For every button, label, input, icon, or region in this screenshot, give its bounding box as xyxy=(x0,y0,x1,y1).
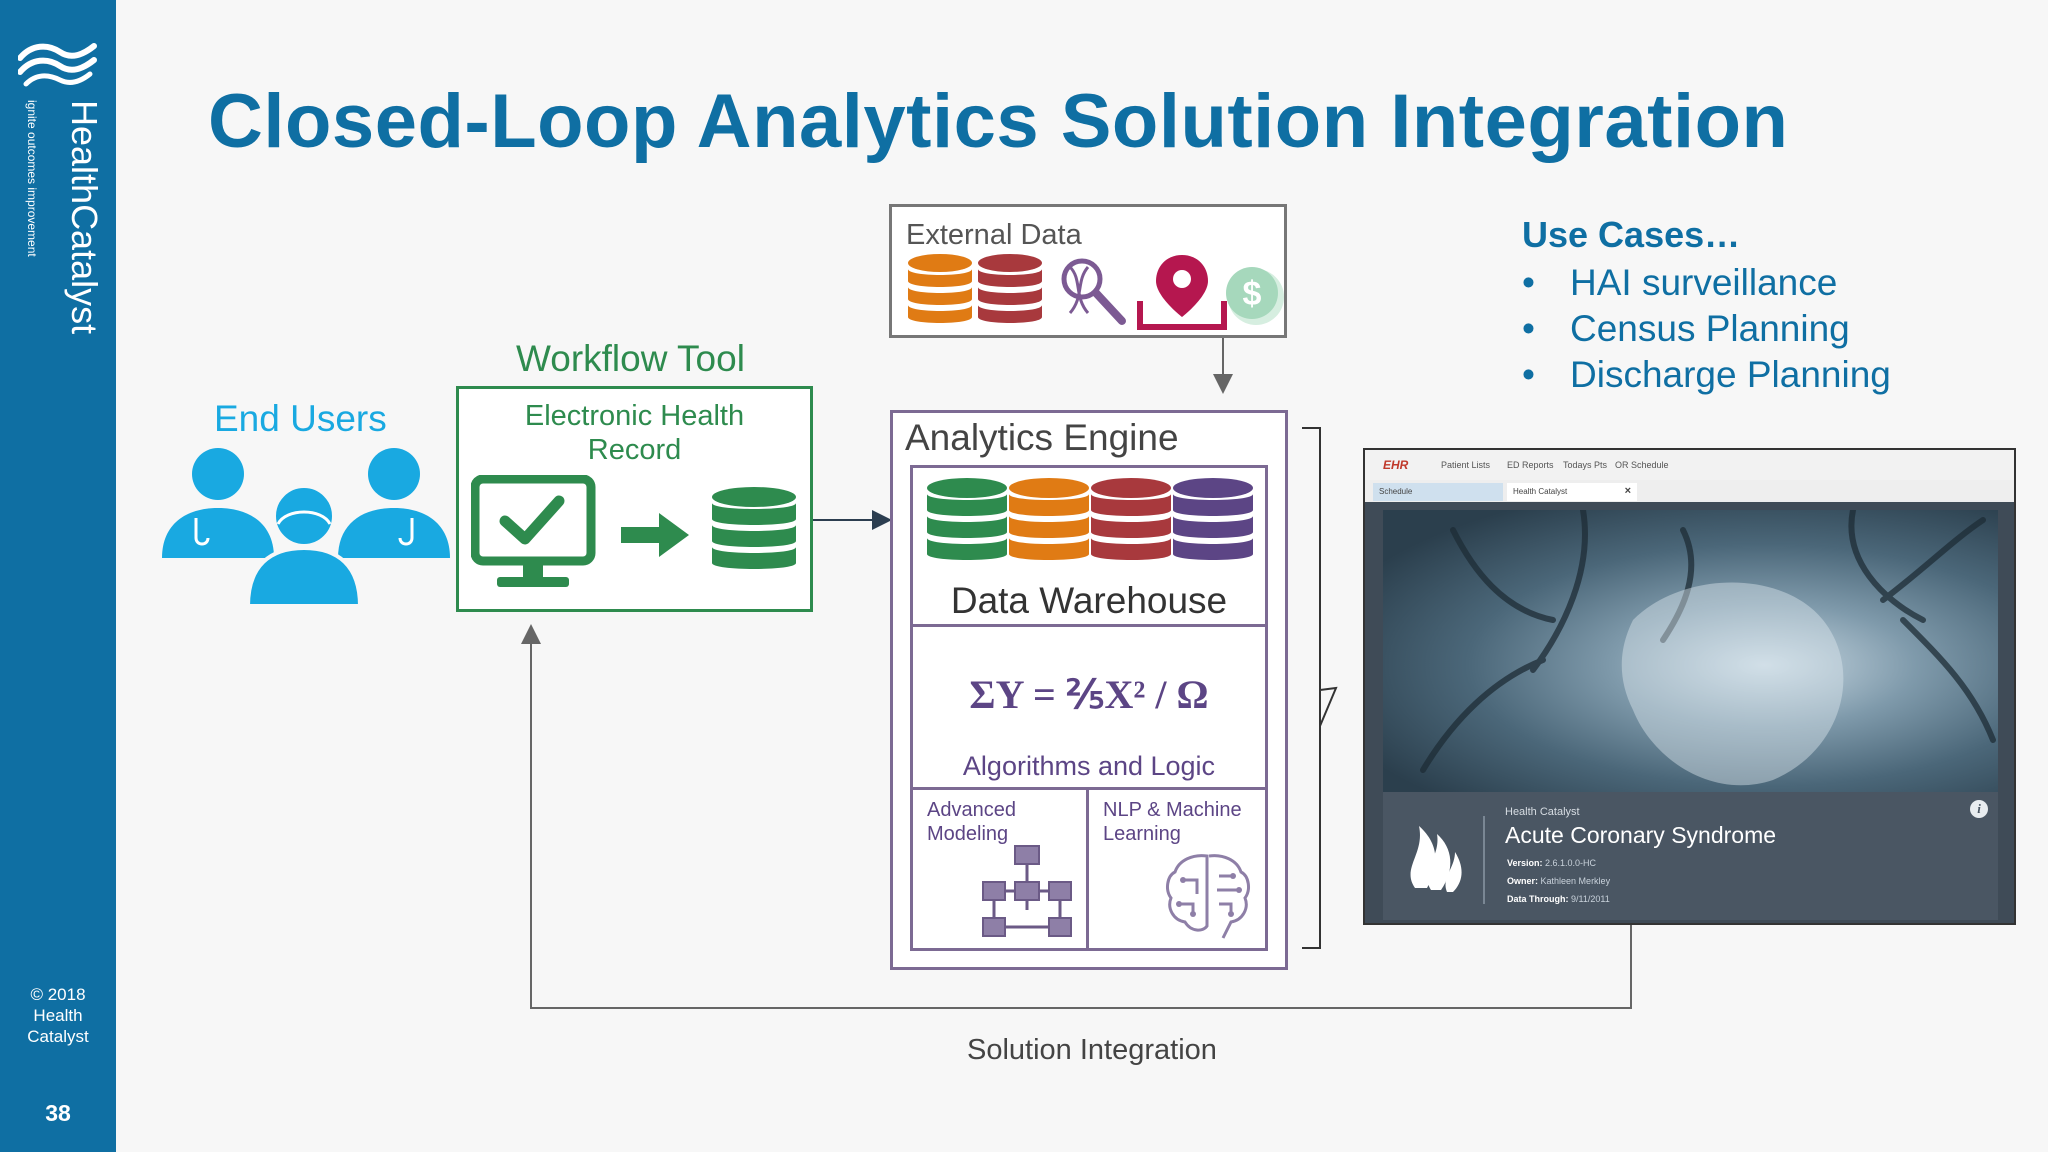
location-pin-icon xyxy=(1137,255,1227,330)
brand-logo: HealthCatalyst ignite outcomes improveme… xyxy=(25,92,105,362)
algorithms-section: ΣY = ⅖X² / Ω Algorithms and Logic xyxy=(910,627,1268,787)
screenshot-topbar: EHR Patient Lists ED Reports Todays Pts … xyxy=(1365,450,2014,481)
analytics-engine-box: Analytics Engine xyxy=(890,410,1288,970)
flowchart-icon xyxy=(979,844,1075,947)
ehr-tag[interactable]: EHR xyxy=(1383,458,1409,472)
app-screenshot: EHR Patient Lists ED Reports Todays Pts … xyxy=(1363,448,2016,925)
use-cases-heading: Use Cases… xyxy=(1522,214,1741,255)
app-data-through: Data Through: 9/11/2011 xyxy=(1507,894,1610,904)
info-icon[interactable]: i xyxy=(1970,800,1988,818)
end-users-label: End Users xyxy=(214,398,387,439)
nlp-ml-section: NLP & Machine Learning xyxy=(1089,787,1268,951)
right-arrow-icon xyxy=(619,511,691,564)
svg-text:$: $ xyxy=(1243,275,1262,313)
end-users-icon xyxy=(156,446,456,616)
tab-health-catalyst[interactable]: Health Catalyst × xyxy=(1507,483,1637,501)
analytics-engine-label: Analytics Engine xyxy=(905,417,1179,458)
dollar-coin-icon: $ xyxy=(1226,267,1284,325)
screenshot-tabbar: Schedule Health Catalyst × xyxy=(1365,480,2014,502)
list-item: Census Planning xyxy=(1522,306,1891,352)
page-number: 38 xyxy=(45,1100,71,1126)
copyright: © 2018 Health Catalyst xyxy=(27,985,89,1046)
nav-or-schedule[interactable]: OR Schedule xyxy=(1615,460,1669,470)
advanced-modeling-label: Advanced Modeling xyxy=(927,799,1016,845)
use-cases: Use Cases… HAI surveillance Census Plann… xyxy=(1522,214,1891,398)
brand-tagline: ignite outcomes improvement xyxy=(25,100,39,257)
app-brand: Health Catalyst xyxy=(1505,806,1580,818)
brand-name: HealthCatalyst xyxy=(64,100,105,334)
nav-todays-pts[interactable]: Todays Pts xyxy=(1563,460,1608,470)
tab-schedule[interactable]: Schedule xyxy=(1373,483,1503,501)
ehr-database-icon xyxy=(709,485,799,590)
solution-integration-label: Solution Integration xyxy=(967,1034,1217,1066)
app-version: Version: 2.6.1.0.0-HC xyxy=(1507,858,1597,868)
nav-patient-lists[interactable]: Patient Lists xyxy=(1441,460,1491,470)
app-flame-icon xyxy=(1405,818,1465,903)
list-item: HAI surveillance xyxy=(1522,260,1891,306)
data-warehouse-section: Data Warehouse xyxy=(910,465,1268,627)
heart-image xyxy=(1383,510,1998,792)
external-data-box: External Data xyxy=(889,204,1287,338)
advanced-modeling-section: Advanced Modeling xyxy=(910,787,1089,951)
page-title: Closed-Loop Analytics Solution Integrati… xyxy=(208,79,1789,164)
external-data-icons: $ xyxy=(904,251,1284,340)
workflow-tool-label: Workflow Tool xyxy=(516,338,745,379)
brain-circuit-icon xyxy=(1163,850,1253,945)
algorithms-label: Algorithms and Logic xyxy=(962,751,1216,781)
use-cases-list: HAI surveillance Census Planning Dischar… xyxy=(1522,260,1891,398)
nav-ed-reports[interactable]: ED Reports xyxy=(1507,460,1554,470)
data-warehouse-label: Data Warehouse xyxy=(950,580,1228,621)
sidebar: HealthCatalyst ignite outcomes improveme… xyxy=(0,0,116,1152)
heart-image-panel: Health Catalyst Acute Coronary Syndrome … xyxy=(1365,502,2014,923)
logo-flame-icon xyxy=(17,40,98,95)
app-owner: Owner: Kathleen Merkley xyxy=(1507,876,1611,886)
close-icon[interactable]: × xyxy=(1624,485,1631,497)
app-title: Acute Coronary Syndrome xyxy=(1505,822,1777,848)
workflow-tool-box: Electronic Health Record xyxy=(456,386,813,612)
dna-search-icon xyxy=(1061,258,1126,325)
formula-text: ΣY = ⅖X² / Ω xyxy=(969,672,1209,717)
list-item: Discharge Planning xyxy=(1522,352,1891,398)
app-divider xyxy=(1483,816,1485,904)
nlp-ml-label: NLP & Machine Learning xyxy=(1103,799,1242,845)
computer-check-icon xyxy=(470,474,601,600)
external-data-label: External Data xyxy=(906,219,1082,251)
data-warehouse-db-icons xyxy=(925,476,1261,577)
ehr-label: Electronic Health Record xyxy=(524,400,745,466)
app-info-panel: Health Catalyst Acute Coronary Syndrome … xyxy=(1383,792,1998,920)
